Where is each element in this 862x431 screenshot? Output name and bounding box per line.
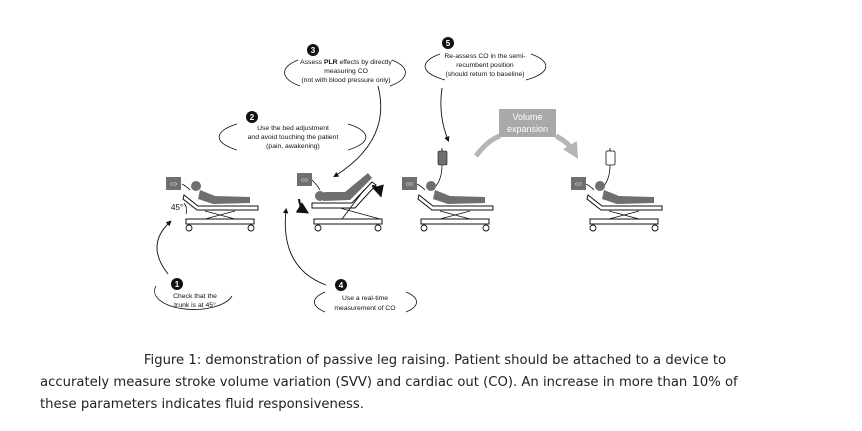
step-4-badge: 4 — [335, 279, 347, 291]
caption-line-1: Figure 1: demonstration of passive leg r… — [143, 353, 727, 368]
monitor-label: CO — [301, 178, 308, 183]
step-3-line-1-bold: PLR — [324, 59, 338, 66]
co-monitor-4: CO — [571, 177, 586, 190]
step-3-line-3: (not with blood pressure only) — [301, 77, 390, 84]
step-2-line-1: Use the bed adjustment — [257, 125, 329, 132]
caption-line-2: accurately measure stroke volume variati… — [40, 375, 738, 390]
step-1: 1 Check that the trunk is at 45° — [154, 220, 233, 310]
step-5-line-2: recumbent position — [456, 62, 514, 69]
volume-expansion-line2: expansion — [507, 124, 548, 134]
bed-scene-2: CO — [295, 173, 384, 232]
bed-scene-1: CO 45° — [166, 177, 259, 232]
iv-bag-empty-icon — [603, 148, 616, 187]
caption-line-3: these parameters indicates fluid respons… — [40, 397, 364, 412]
step-4-number: 4 — [339, 281, 344, 290]
figure-caption: Figure 1: demonstration of passive leg r… — [40, 350, 830, 416]
step-2-number: 2 — [250, 113, 255, 122]
step-3-line-1-post: effects by directly — [338, 59, 393, 66]
step-4-line-1: Use a real-time — [342, 295, 388, 302]
step-5-line-3: (should return to baseline) — [446, 71, 525, 78]
step-1-number: 1 — [175, 280, 180, 289]
plr-diagram: CO 45° CO — [154, 37, 663, 313]
step-5-number: 5 — [446, 39, 451, 48]
step-5: 5 Re-assess CO in the semi- recumbent po… — [424, 37, 547, 143]
step-1-badge: 1 — [171, 278, 183, 290]
monitor-label: CO — [575, 182, 582, 187]
step-2-badge: 2 — [246, 111, 258, 123]
step-4-line-2: measurement of CO — [334, 305, 395, 312]
step-3-number: 3 — [311, 46, 316, 55]
step-2-line-3: (pain, awakening) — [266, 143, 320, 150]
volume-expansion-line1: Volume — [512, 112, 542, 122]
step-1-line-2: trunk is at 45° — [174, 301, 216, 309]
co-monitor-2: CO — [297, 173, 312, 186]
bed-scene-4: CO — [571, 148, 663, 232]
step-4: 4 Use a real-time measurement of CO — [282, 207, 417, 313]
monitor-label: CO — [406, 182, 413, 187]
step-3-badge: 3 — [307, 44, 319, 56]
bed-scene-3: CO — [402, 148, 494, 232]
step-3-line-2: measuring CO — [324, 68, 368, 75]
step-5-line-1: Re-assess CO in the semi- — [444, 53, 525, 60]
step-2-line-2: and avoid touching the patient — [248, 134, 339, 141]
step-5-badge: 5 — [442, 37, 454, 49]
volume-expansion: Volume expansion — [474, 109, 579, 159]
monitor-label: CO — [170, 182, 177, 187]
step-1-line-1: Check that the — [173, 293, 217, 300]
angle-label: 45° — [171, 203, 183, 212]
co-monitor-1: CO — [166, 177, 181, 190]
iv-bag-icon — [435, 148, 448, 187]
step-3: 3 Assess PLR effects by directly measuri… — [284, 44, 406, 178]
co-monitor-3: CO — [402, 177, 417, 190]
step-2: 2 Use the bed adjustment and avoid touch… — [218, 111, 367, 151]
step-3-line-1: Assess PLR effects by directly — [300, 59, 392, 66]
step-3-line-1-pre: Assess — [300, 59, 324, 66]
